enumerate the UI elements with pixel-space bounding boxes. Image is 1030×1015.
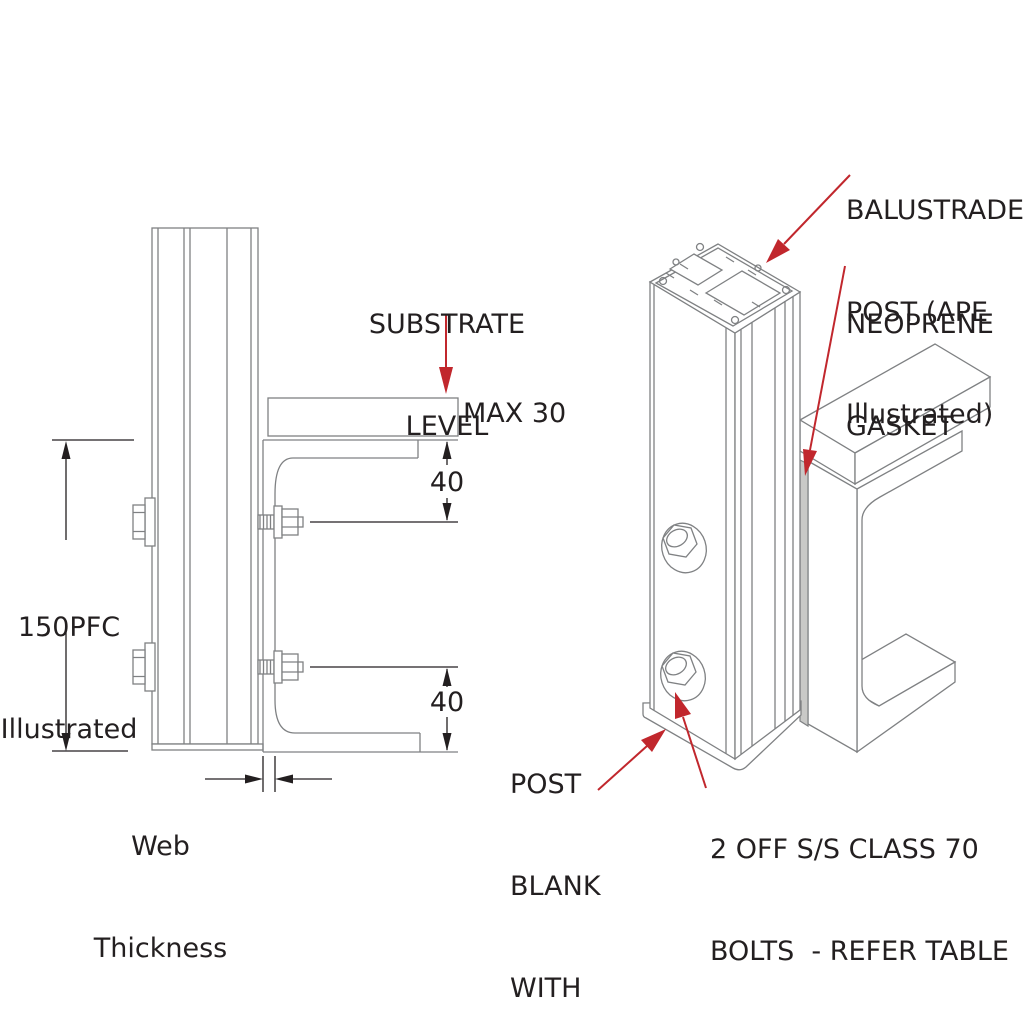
post-extrusion-section — [654, 242, 794, 327]
neoprene-gasket-strip — [799, 459, 809, 728]
post-iso — [648, 242, 802, 761]
web-thickness-label: Web Thickness (refer table) — [93, 831, 228, 964]
substrate-level-leader-arrow — [439, 314, 453, 394]
balustrade-post-label: BALUSTRADE POST (APE Illustrated) — [846, 195, 1025, 430]
pfc-label: 150PFC Illustrated — [0, 612, 138, 745]
dimension-150pfc — [52, 439, 134, 752]
bolts-label: 2 OFF S/S CLASS 70 BOLTS - REFER TABLE F… — [710, 834, 1009, 967]
bolt-iso-lower — [660, 650, 706, 702]
substrate-slab-iso — [798, 343, 992, 486]
dim-40-lower-label: 40 — [429, 687, 465, 718]
bolt-iso-upper — [661, 522, 707, 574]
dimension-40-lower — [310, 666, 458, 751]
substrate-level-label: SUBSTRATE LEVEL — [368, 309, 526, 442]
neoprene-gasket-leader-arrow — [803, 265, 846, 476]
max-30-dimension-label: MAX 30 — [463, 398, 567, 429]
bolt-2d-upper — [132, 497, 304, 547]
post-2d — [151, 227, 264, 751]
dimension-web-thickness — [205, 756, 332, 792]
bolts-leader-arrow — [675, 692, 707, 789]
post-blank-plate-2d — [151, 743, 264, 751]
balustrade-post-leader-arrow — [766, 174, 851, 263]
pfc-section-face-iso — [856, 429, 963, 754]
iso-view-drawing — [597, 174, 992, 791]
side-view-drawing — [52, 227, 459, 792]
substrate-slab-2d — [267, 397, 459, 437]
post-blank-label: POST BLANK WITH DRAIN- AGE HOLE — [510, 769, 601, 1004]
neoprene-gasket-label: NEOPRENE GASKET — [846, 309, 994, 442]
dimension-40-upper — [310, 441, 458, 523]
bolt-2d-lower — [132, 642, 304, 692]
dim-40-upper-label: 40 — [429, 467, 465, 498]
post-blank-leader-arrow — [597, 729, 666, 791]
